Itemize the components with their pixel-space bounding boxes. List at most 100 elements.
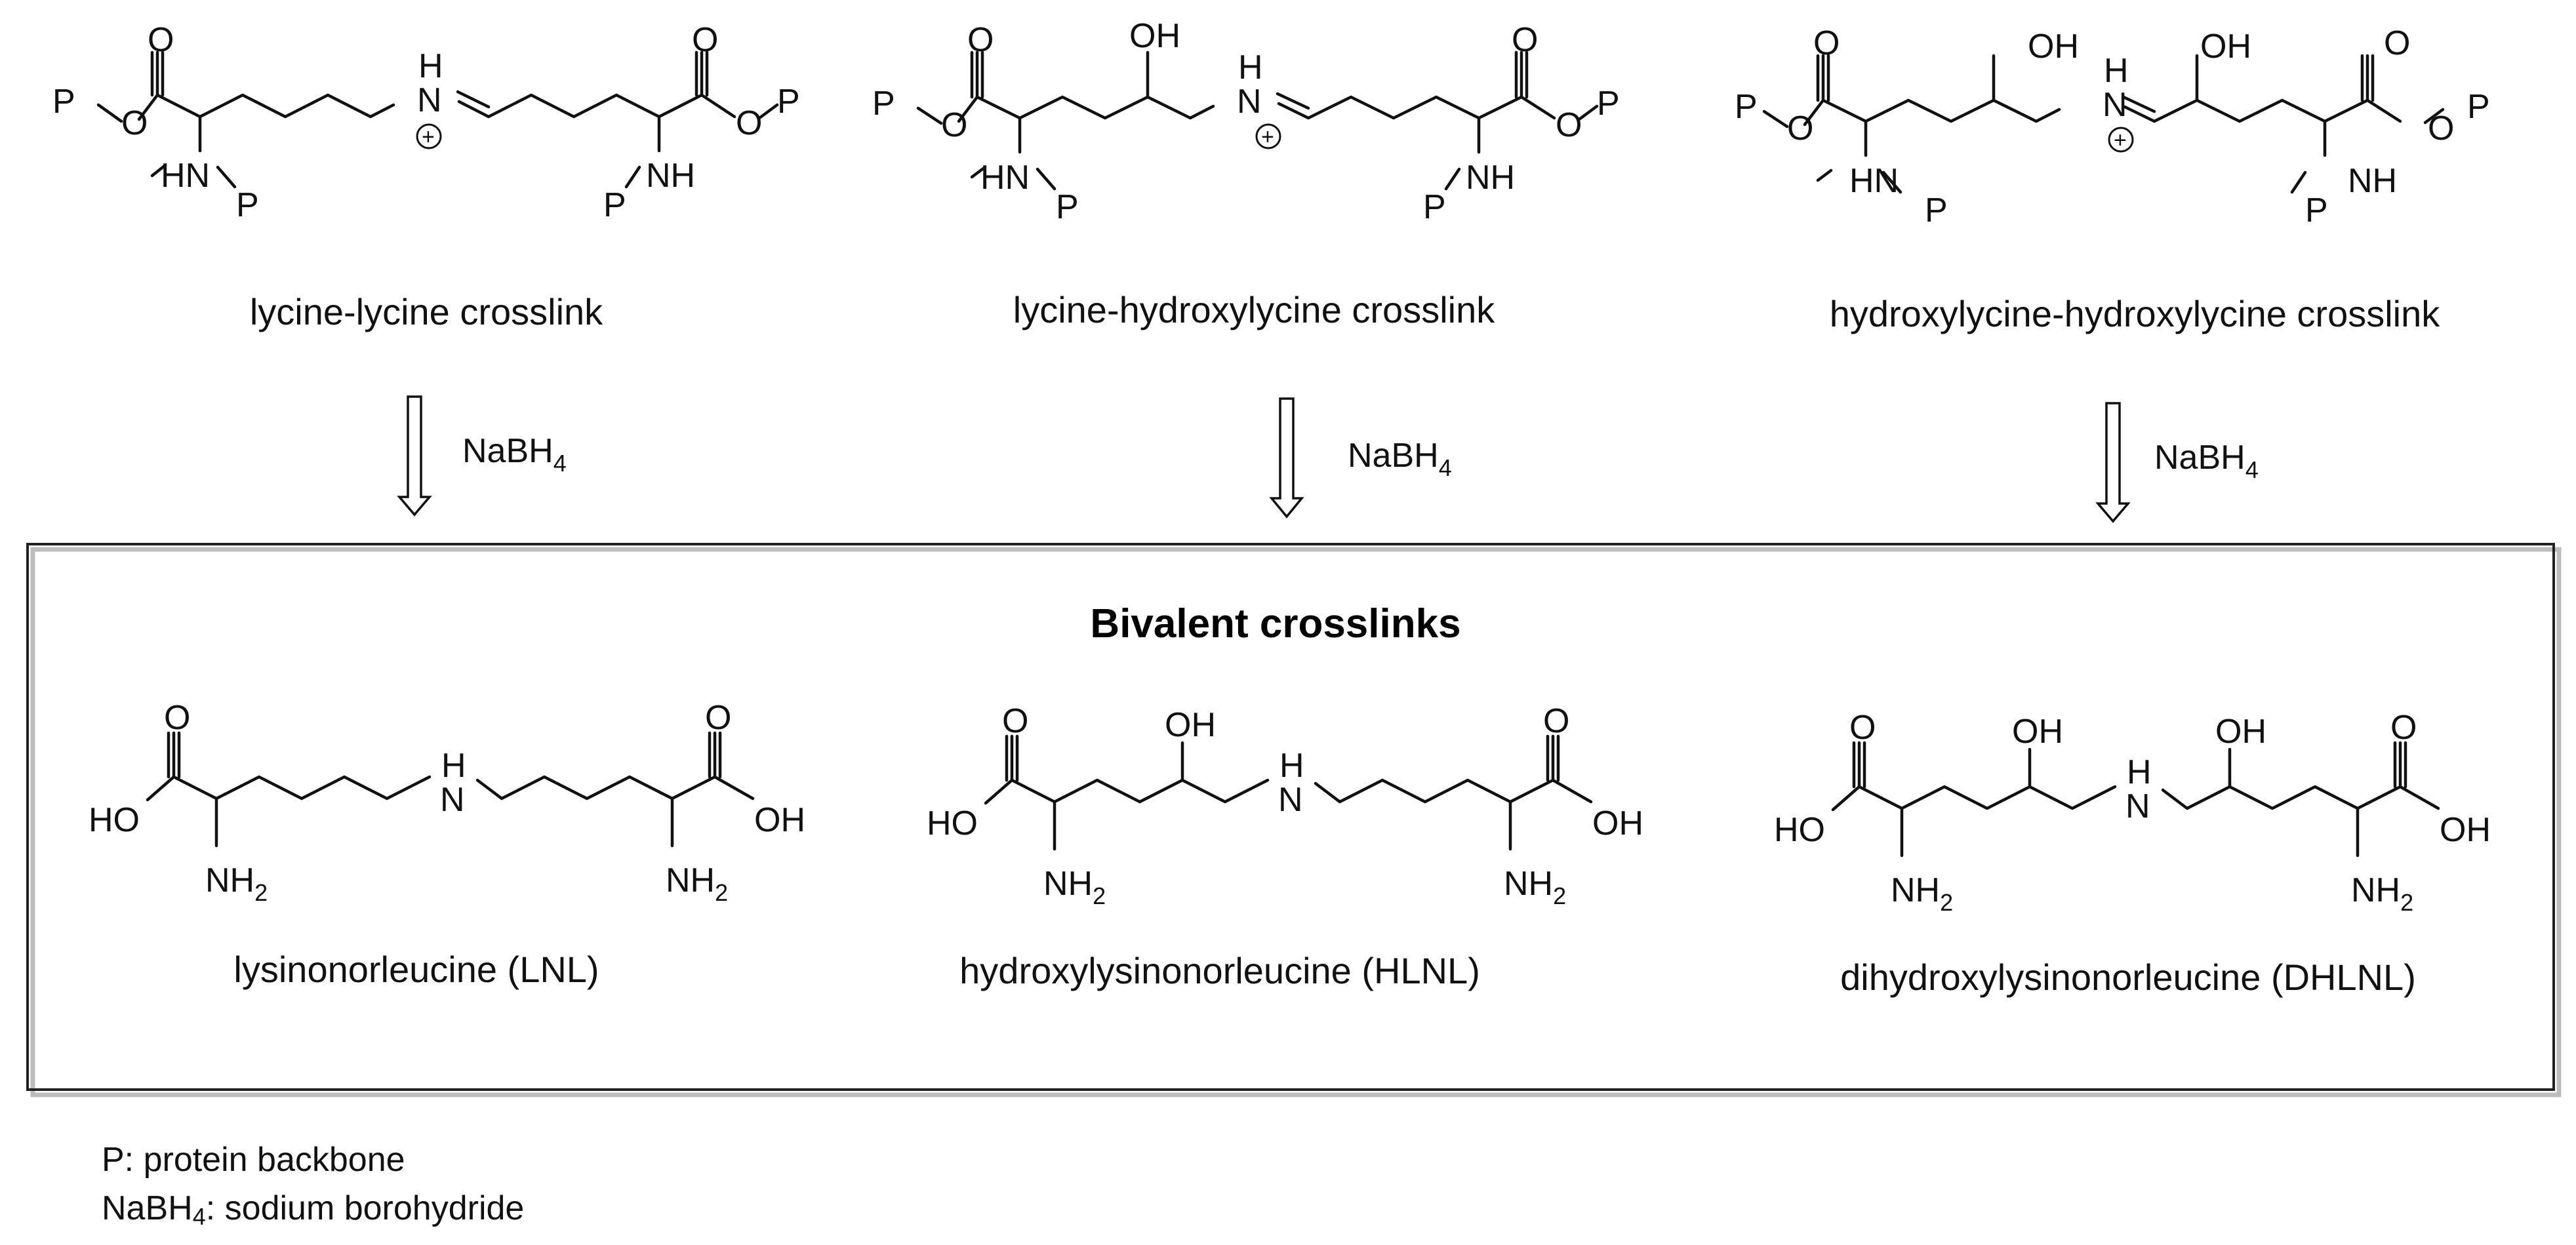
atom-N: N — [440, 781, 465, 819]
reduction-arrow-2: NaBH4 — [1269, 397, 1452, 519]
atom-O: O — [736, 104, 762, 142]
molecule-LNL: HO O NH2 H N O OH NH2 — [89, 699, 805, 906]
atom-N: N — [2125, 787, 2150, 825]
atom-HO: HO — [927, 804, 978, 842]
atom-H: H — [2104, 52, 2129, 90]
box-title: Bivalent crosslinks — [1090, 601, 1460, 646]
atom-H: H — [1238, 49, 1263, 87]
atom-P: P — [603, 186, 626, 224]
atom-OH: OH — [2012, 713, 2063, 751]
atom-P: P — [1056, 188, 1079, 226]
reduction-arrow-3: NaBH4 — [2095, 402, 2259, 523]
down-arrow-icon — [2095, 402, 2131, 523]
down-arrow-icon — [1269, 397, 1304, 519]
svg-text:+: + — [2114, 128, 2127, 153]
atom-O: O — [1787, 109, 1813, 148]
atom-P: P — [2467, 88, 2490, 126]
caption-hydroxylysine-hydroxylysine: hydroxylycine-hydroxylycine crosslink — [1830, 293, 2441, 334]
atom-O: O — [1543, 702, 1569, 740]
reagent-label: NaBH4 — [1348, 437, 1452, 481]
atom-O: O — [705, 699, 731, 737]
atom-O: O — [692, 21, 718, 59]
svg-text:+: + — [422, 125, 435, 149]
molecule-lysine-lysine-crosslink: P O O HN P H N + O O P NH P — [52, 21, 800, 224]
caption-lysine-lysine: lycine-lycine crosslink — [250, 291, 603, 332]
atom-HO: HO — [89, 801, 140, 839]
legend: P: protein backbone NaBH4: sodium borohy… — [102, 1136, 524, 1233]
atom-NH2: NH2 — [2351, 871, 2413, 916]
atom-P: P — [2305, 191, 2328, 229]
atom-NH: NH — [1466, 159, 1515, 197]
atom-H: H — [418, 47, 443, 85]
atom-O: O — [148, 21, 174, 59]
svg-text:+: + — [1261, 125, 1274, 149]
molecule-DHLNL: HO O NH2 OH H N OH O OH NH2 — [1774, 709, 2491, 916]
atom-O: O — [2390, 709, 2417, 747]
caption-HLNL: hydroxylysinonorleucine (HLNL) — [959, 950, 1480, 991]
atom-O: O — [121, 104, 148, 142]
atom-NH: NH — [646, 157, 695, 195]
atom-OH: OH — [2215, 713, 2266, 751]
atom-P: P — [1423, 188, 1446, 226]
atom-P: P — [236, 186, 259, 224]
atom-OH: OH — [2200, 28, 2251, 66]
legend-sodium-borohydride: NaBH4: sodium borohydride — [102, 1189, 525, 1230]
atom-OH: OH — [1129, 17, 1180, 55]
atom-O: O — [1813, 24, 1840, 62]
atom-NH2: NH2 — [1043, 865, 1106, 909]
bivalent-crosslinks-box — [26, 543, 2555, 1091]
reagent-label: NaBH4 — [462, 432, 567, 477]
atom-H: H — [1279, 747, 1304, 785]
box-shadow — [30, 547, 2562, 1097]
molecule-HLNL: HO O NH2 OH H N O OH NH2 — [927, 702, 1643, 909]
atom-H: H — [441, 747, 466, 785]
charge-icon — [2108, 127, 2134, 153]
charge-icon — [1255, 123, 1281, 149]
atom-OH: OH — [754, 801, 805, 839]
caption-lysine-hydroxylysine: lycine-hydroxylycine crosslink — [1013, 289, 1495, 330]
atom-P: P — [1735, 88, 1758, 126]
atom-O: O — [2428, 109, 2454, 148]
molecule-lysine-hydroxylysine-crosslink: P O O HN P OH H N + O O P NH P — [872, 17, 1620, 226]
atom-P: P — [777, 83, 800, 121]
legend-protein-backbone: P: protein backbone — [102, 1141, 405, 1179]
atom-N: N — [1237, 83, 1262, 121]
atom-HO: HO — [1774, 811, 1825, 849]
atom-NH2: NH2 — [1891, 871, 1953, 916]
atom-N: N — [2103, 86, 2127, 124]
caption-LNL: lysinonorleucine (LNL) — [233, 949, 599, 990]
atom-HN: HN — [1849, 162, 1899, 200]
atom-O: O — [941, 106, 967, 144]
atom-NH2: NH2 — [205, 861, 268, 906]
reduction-arrow-1: NaBH4 — [397, 395, 567, 517]
atom-P: P — [1925, 191, 1948, 229]
charge-icon — [416, 123, 442, 149]
atom-P: P — [872, 85, 895, 123]
atom-O: O — [1002, 702, 1028, 740]
caption-DHLNL: dihydroxylysinonorleucine (DHLNL) — [1840, 957, 2416, 998]
atom-NH: NH — [2348, 162, 2397, 200]
reagent-label: NaBH4 — [2154, 439, 2259, 483]
atom-O: O — [967, 21, 994, 59]
atom-NH2: NH2 — [666, 861, 728, 906]
atom-O: O — [2384, 24, 2410, 62]
atom-O: O — [1849, 709, 1876, 747]
atom-OH: OH — [1592, 804, 1643, 842]
atom-OH: OH — [2028, 28, 2079, 66]
atom-HN: HN — [161, 157, 210, 195]
atom-HN: HN — [980, 159, 1030, 197]
atom-N: N — [1278, 781, 1303, 819]
molecule-hydroxylysine-hydroxylysine-crosslink: P O O HN P OH H N + OH O O P NH P — [1735, 24, 2490, 229]
atom-O: O — [1512, 21, 1538, 59]
atom-O: O — [164, 699, 190, 737]
atom-NH2: NH2 — [1504, 865, 1566, 909]
atom-OH: OH — [1165, 706, 1216, 744]
atom-O: O — [1556, 106, 1582, 144]
atom-N: N — [417, 81, 442, 119]
atom-OH: OH — [2440, 811, 2491, 849]
atom-P: P — [52, 83, 75, 121]
down-arrow-icon — [397, 395, 432, 517]
atom-H: H — [2127, 753, 2152, 791]
atom-P: P — [1597, 85, 1620, 123]
